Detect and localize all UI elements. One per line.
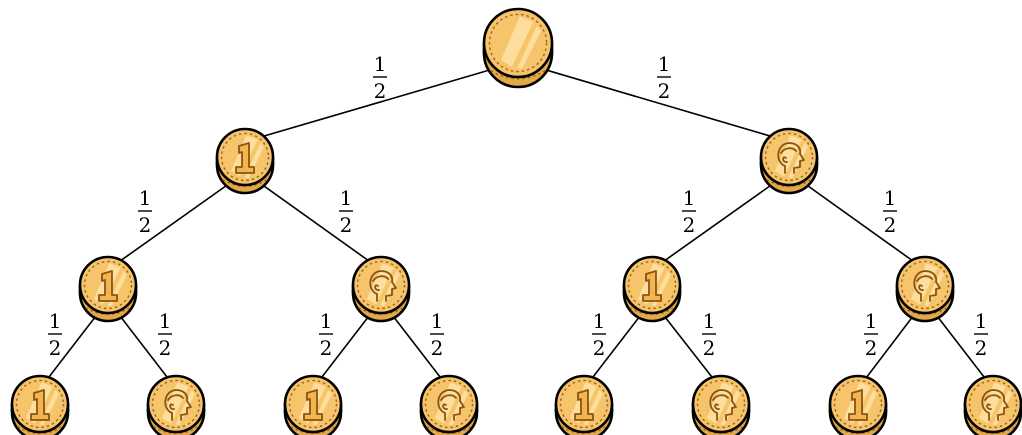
edge-probability-label: 12: [319, 309, 333, 360]
fraction-numerator: 1: [159, 309, 172, 333]
edge-probability-label: 12: [158, 309, 172, 360]
tree-edge: [244, 171, 382, 271]
edge-probability-label: 12: [702, 309, 716, 360]
fraction-numerator: 1: [431, 309, 444, 333]
head-profile-coin-icon: [351, 255, 411, 323]
tree-edge: [788, 171, 926, 271]
edge-probability-label: 12: [48, 309, 62, 360]
fraction-denominator: 2: [593, 336, 606, 360]
fraction-numerator: 1: [884, 186, 897, 210]
head-profile-coin-icon: [691, 374, 751, 435]
edge-probability-label: 12: [339, 186, 353, 237]
fraction-denominator: 2: [975, 336, 988, 360]
number-one-coin-icon: [10, 374, 70, 435]
tree-edge: [244, 60, 519, 143]
fraction-numerator: 1: [139, 186, 152, 210]
fraction-denominator: 2: [159, 336, 172, 360]
head-profile-coin-icon: [895, 255, 955, 323]
fraction-numerator: 1: [49, 309, 62, 333]
head-profile-coin-icon: [759, 127, 819, 195]
fraction-numerator: 1: [374, 52, 387, 76]
tree-edge: [517, 60, 790, 143]
fraction-denominator: 2: [884, 213, 897, 237]
fraction-denominator: 2: [374, 79, 387, 103]
tree-edge: [651, 171, 790, 271]
edge-probability-label: 12: [883, 186, 897, 237]
tree-edge: [107, 171, 246, 271]
blank-coin-icon: [482, 7, 554, 89]
fraction-numerator: 1: [658, 52, 671, 76]
fraction-denominator: 2: [139, 213, 152, 237]
edge-probability-label: 12: [682, 186, 696, 237]
fraction-numerator: 1: [703, 309, 716, 333]
edge-probability-label: 12: [974, 309, 988, 360]
edge-probability-label: 12: [430, 309, 444, 360]
head-profile-coin-icon: [146, 374, 206, 435]
fraction-denominator: 2: [431, 336, 444, 360]
number-one-coin-icon: [828, 374, 888, 435]
fraction-numerator: 1: [320, 309, 333, 333]
fraction-numerator: 1: [340, 186, 353, 210]
fraction-numerator: 1: [593, 309, 606, 333]
edge-probability-label: 12: [657, 52, 671, 103]
fraction-denominator: 2: [49, 336, 62, 360]
fraction-numerator: 1: [683, 186, 696, 210]
fraction-denominator: 2: [703, 336, 716, 360]
edge-probability-label: 12: [373, 52, 387, 103]
head-profile-coin-icon: [419, 374, 479, 435]
fraction-numerator: 1: [975, 309, 988, 333]
edge-probability-label: 12: [592, 309, 606, 360]
fraction-denominator: 2: [865, 336, 878, 360]
fraction-denominator: 2: [658, 79, 671, 103]
number-one-coin-icon: [554, 374, 614, 435]
number-one-coin-icon: [622, 255, 682, 323]
fraction-denominator: 2: [320, 336, 333, 360]
coin-nodes: [10, 7, 1022, 435]
edge-probability-label: 12: [864, 309, 878, 360]
fraction-denominator: 2: [340, 213, 353, 237]
fraction-numerator: 1: [865, 309, 878, 333]
tree-edges: [39, 60, 994, 390]
edge-probability-label: 12: [138, 186, 152, 237]
number-one-coin-icon: [215, 127, 275, 195]
fraction-denominator: 2: [683, 213, 696, 237]
number-one-coin-icon: [78, 255, 138, 323]
head-profile-coin-icon: [963, 374, 1022, 435]
number-one-coin-icon: [283, 374, 343, 435]
